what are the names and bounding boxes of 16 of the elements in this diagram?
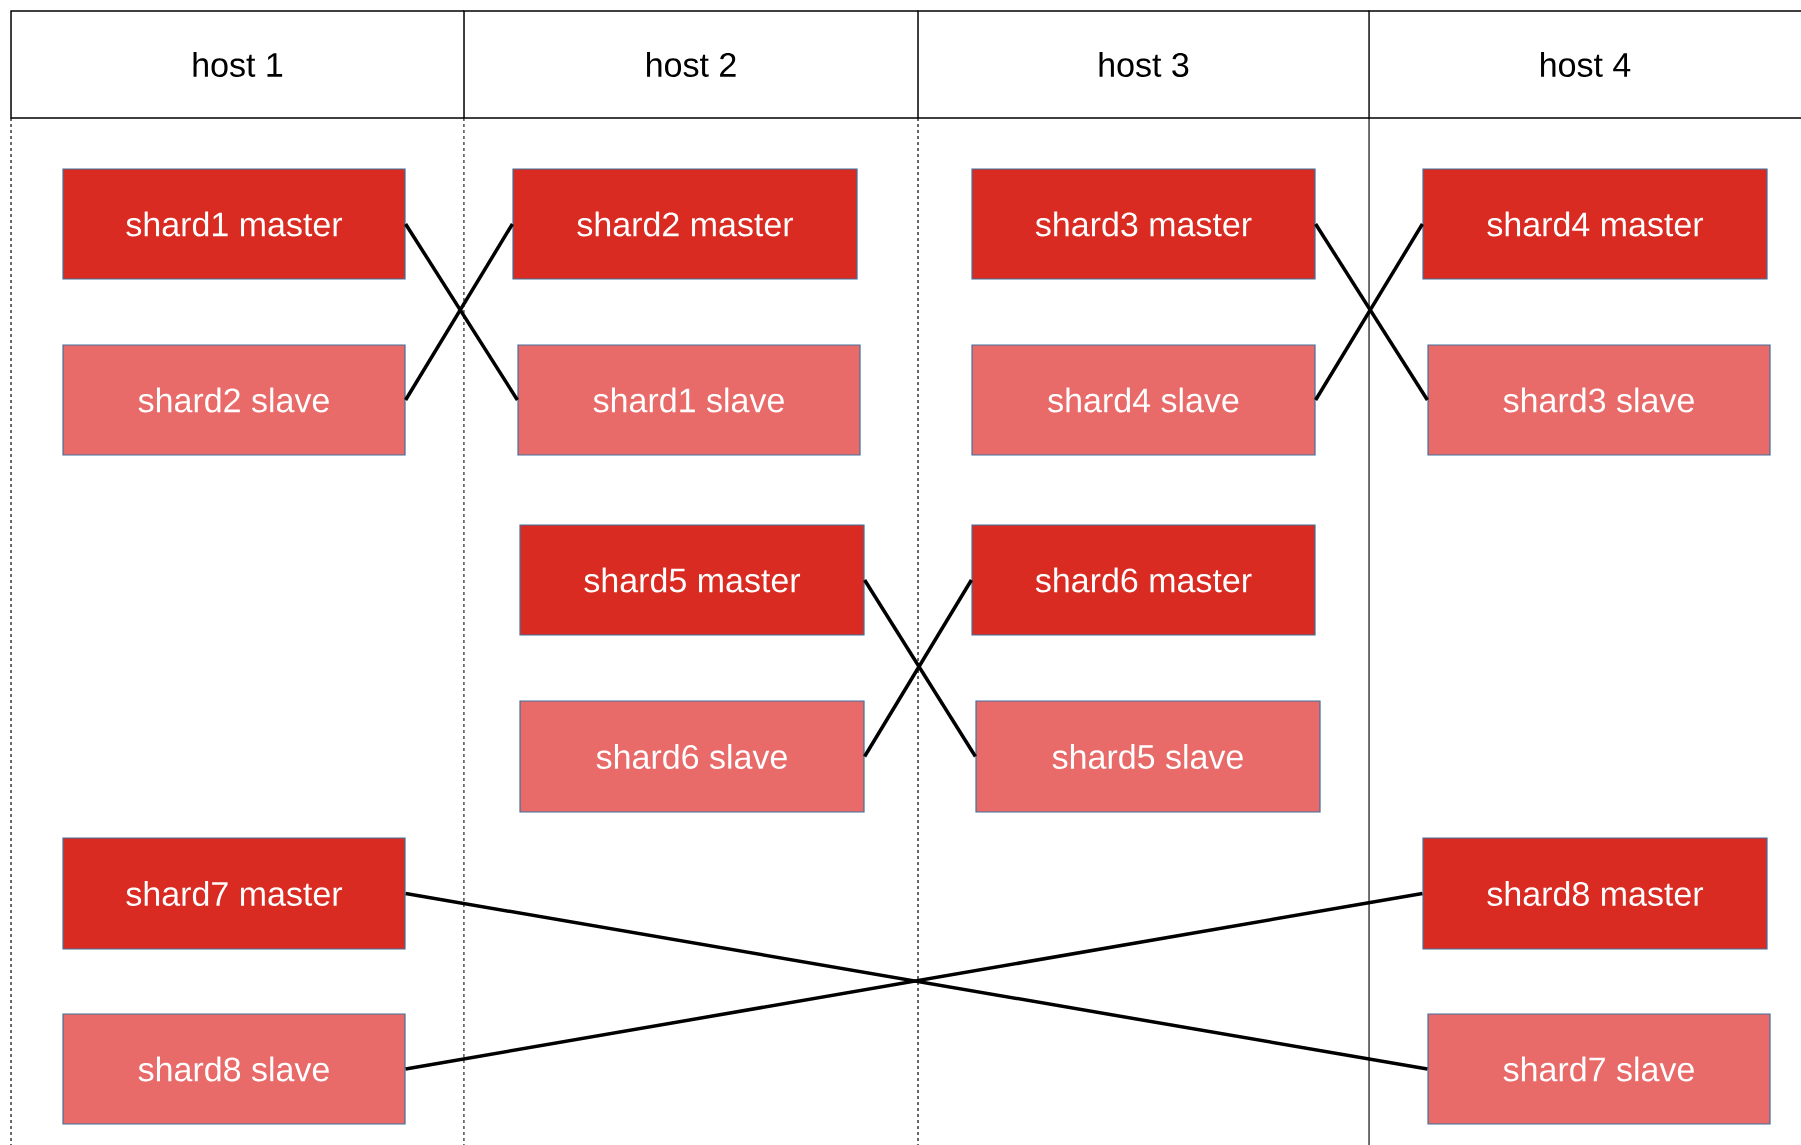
master-box: shard8 master xyxy=(1422,837,1768,950)
slave-box: shard8 slave xyxy=(62,1013,406,1125)
master-box: shard1 master xyxy=(62,168,406,280)
slave-box: shard1 slave xyxy=(517,344,861,456)
master-box: shard2 master xyxy=(512,168,858,280)
master-box: shard3 master xyxy=(971,168,1316,280)
master-box: shard7 master xyxy=(62,837,406,950)
master-box: shard5 master xyxy=(519,524,865,636)
slave-box: shard4 slave xyxy=(971,344,1316,456)
slave-box: shard2 slave xyxy=(62,344,406,456)
slave-box: shard7 slave xyxy=(1427,1013,1771,1125)
slave-box: shard3 slave xyxy=(1427,344,1771,456)
slave-box: shard5 slave xyxy=(975,700,1321,813)
master-box: shard4 master xyxy=(1422,168,1768,280)
slave-box: shard6 slave xyxy=(519,700,865,813)
master-box: shard6 master xyxy=(971,524,1316,636)
